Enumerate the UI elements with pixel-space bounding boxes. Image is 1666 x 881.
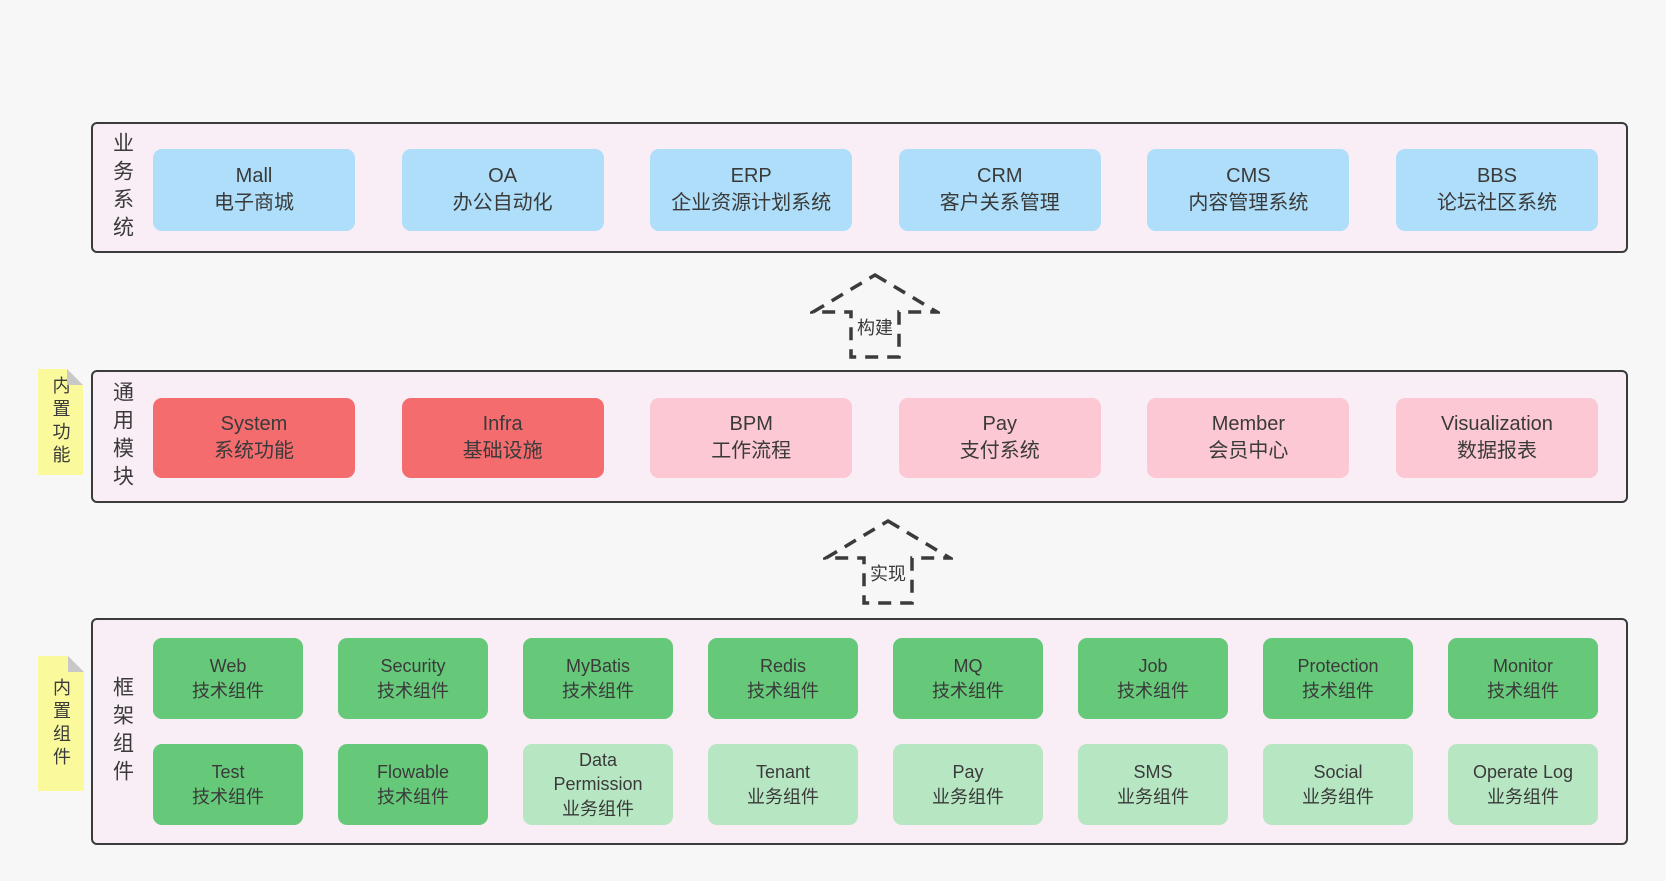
arrow-build: 构建 [810, 272, 940, 360]
box-crm: CRM 客户关系管理 [898, 149, 1101, 231]
framework-row-2: Test 技术组件 Flowable 技术组件 Data Permission … [153, 744, 1598, 825]
box-tenant: Tenant 业务组件 [708, 744, 858, 825]
arrow-implement-label: 实现 [867, 560, 909, 586]
fold-corner [68, 656, 84, 672]
up-arrow-outline [823, 518, 953, 605]
box-sms: SMS 业务组件 [1078, 744, 1228, 825]
box-data-permission: Data Permission 业务组件 [523, 744, 673, 825]
section-label-business-systems: 业务系统 [110, 131, 134, 244]
arrow-implement: 实现 [823, 518, 953, 606]
arrow-build-label: 构建 [854, 314, 896, 340]
box-visualization: Visualization 数据报表 [1395, 398, 1598, 478]
fold-corner [67, 369, 83, 385]
box-security: Security 技术组件 [338, 638, 488, 719]
section-common-modules: 通用模块 System 系统功能 Infra 基础设施 BPM 工作流程 Pay… [91, 370, 1628, 503]
box-redis: Redis 技术组件 [708, 638, 858, 719]
sticky-note-built-in-components: 内置组件 [38, 656, 84, 791]
box-flowable: Flowable 技术组件 [338, 744, 488, 825]
box-bpm: BPM 工作流程 [650, 398, 853, 478]
box-mybatis: MyBatis 技术组件 [523, 638, 673, 719]
up-arrow-outline [810, 272, 940, 359]
box-pay-biz: Pay 业务组件 [893, 744, 1043, 825]
section-framework-components: 框架组件 Web 技术组件 Security 技术组件 MyBatis 技术组件… [91, 618, 1628, 845]
box-mq: MQ 技术组件 [893, 638, 1043, 719]
sticky-note-built-in-features: 内置功能 [38, 369, 83, 475]
modules-boxes-row: System 系统功能 Infra 基础设施 BPM 工作流程 Pay 支付系统… [153, 398, 1598, 478]
business-boxes-row: Mall 电子商城 OA 办公自动化 ERP 企业资源计划系统 CRM 客户关系… [153, 149, 1598, 231]
box-oa: OA 办公自动化 [401, 149, 604, 231]
box-pay: Pay 支付系统 [898, 398, 1101, 478]
framework-row-1: Web 技术组件 Security 技术组件 MyBatis 技术组件 Redi… [153, 638, 1598, 719]
section-label-common-modules: 通用模块 [110, 380, 134, 493]
section-business-systems: 业务系统 Mall 电子商城 OA 办公自动化 ERP 企业资源计划系统 CRM… [91, 122, 1628, 253]
box-protection: Protection 技术组件 [1263, 638, 1413, 719]
box-infra: Infra 基础设施 [401, 398, 604, 478]
box-social: Social 业务组件 [1263, 744, 1413, 825]
box-erp: ERP 企业资源计划系统 [650, 149, 853, 231]
box-system: System 系统功能 [153, 398, 355, 478]
box-mall: Mall 电子商城 [153, 149, 355, 231]
box-job: Job 技术组件 [1078, 638, 1228, 719]
box-cms: CMS 内容管理系统 [1147, 149, 1350, 231]
box-test: Test 技术组件 [153, 744, 303, 825]
section-label-framework-components: 框架组件 [110, 675, 134, 788]
box-web: Web 技术组件 [153, 638, 303, 719]
box-bbs: BBS 论坛社区系统 [1395, 149, 1598, 231]
box-monitor: Monitor 技术组件 [1448, 638, 1598, 719]
box-operate-log: Operate Log 业务组件 [1448, 744, 1598, 825]
box-member: Member 会员中心 [1147, 398, 1350, 478]
